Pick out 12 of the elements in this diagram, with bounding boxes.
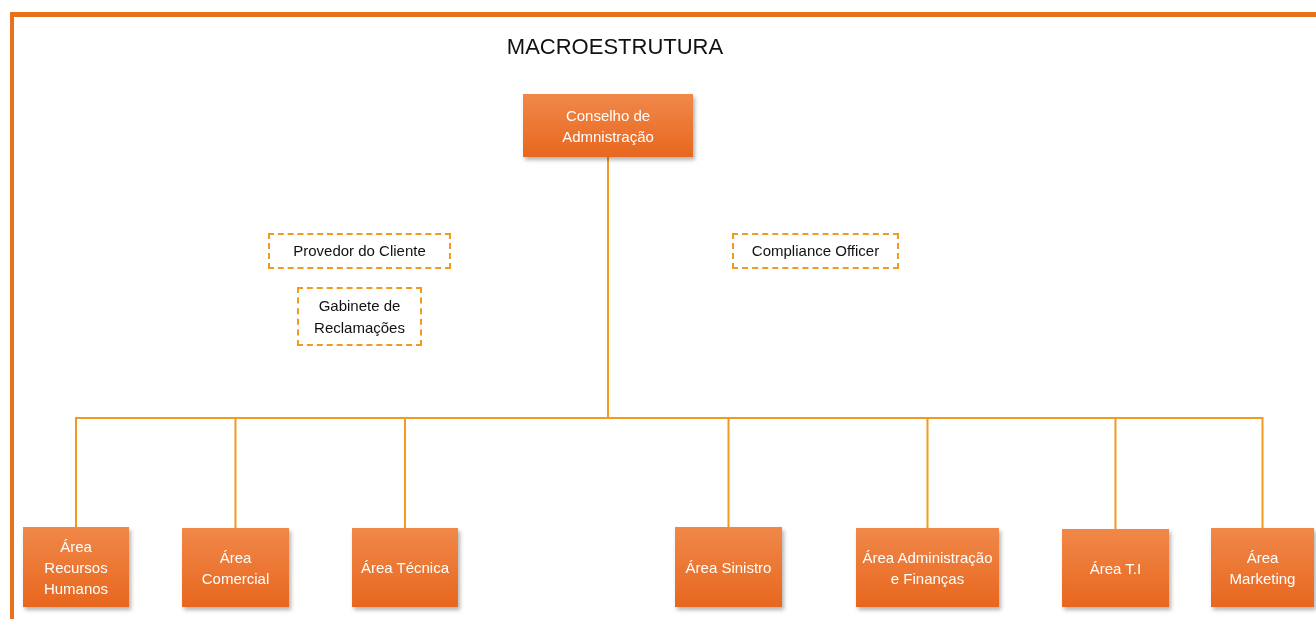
dashed-box: Compliance Officer [732, 233, 899, 269]
dashed-box: Provedor do Cliente [268, 233, 451, 269]
org-unit-box: Área Sinistro [675, 527, 782, 607]
diagram-title: MACROESTRUTURA [505, 34, 725, 60]
org-unit-box: Conselho de Admnistração [523, 94, 693, 157]
org-unit-box: Área Técnica [352, 528, 458, 607]
org-unit-box: Área Comercial [182, 528, 289, 607]
org-unit-box: Área Recursos Humanos [23, 527, 129, 607]
org-unit-box: Área T.I [1062, 529, 1169, 607]
org-unit-box: Área Marketing [1211, 528, 1314, 607]
dashed-box: Gabinete de Reclamações [297, 287, 422, 346]
org-unit-box: Área Administração e Finanças [856, 528, 999, 607]
